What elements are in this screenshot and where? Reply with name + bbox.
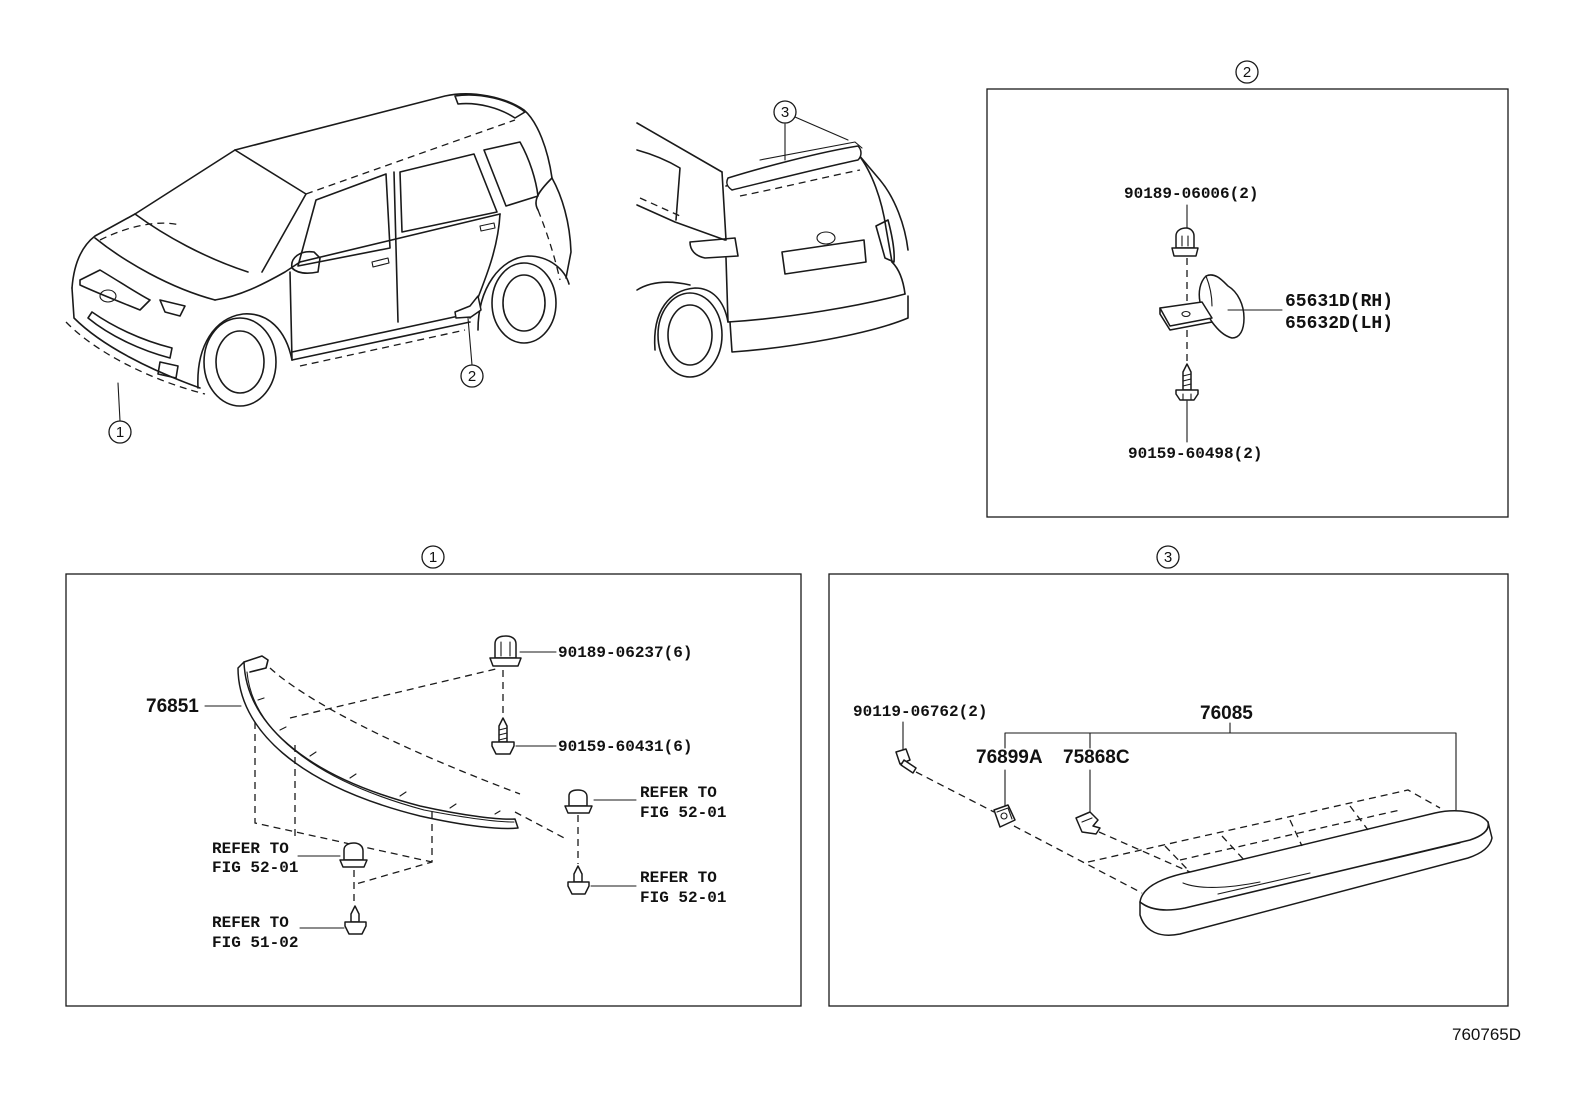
- panel-1-parts: 76851 90189-06237(6) 90159-6043: [146, 635, 726, 952]
- clip-right: [564, 789, 593, 814]
- clip-left: [339, 842, 368, 868]
- a-pillar: [234, 149, 307, 273]
- roof-spoiler: [454, 94, 526, 119]
- screw-upper: [491, 717, 515, 755]
- rear-spoiler-location: [726, 145, 862, 191]
- panel-1-frame: [65, 573, 802, 1007]
- side-mirror: [290, 250, 321, 274]
- grille: [87, 311, 173, 359]
- callout-3: 3: [773, 100, 797, 124]
- panel-1-screw-label: 90159-60431(6): [558, 738, 692, 756]
- rear-spoiler-part: [1139, 810, 1493, 936]
- panel-1-header: 1: [421, 545, 445, 569]
- emblem: [99, 289, 117, 303]
- door-handle: [371, 222, 496, 268]
- panel-3-screw-label: 90119-06762(2): [853, 703, 987, 721]
- license-plate-recess: [781, 239, 867, 275]
- front-spoiler-part: [237, 655, 519, 830]
- svg-text:1: 1: [429, 549, 437, 566]
- rear-car-illustration: [636, 116, 909, 378]
- front-car-illustration: [65, 93, 572, 422]
- roof-line: [234, 93, 572, 279]
- rear-door-window: [399, 153, 498, 233]
- rear-wheel: [491, 262, 557, 344]
- ref-left-lower-line1: REFER TO: [212, 914, 289, 932]
- svg-text:2: 2: [1243, 64, 1251, 81]
- panel-3-header: 3: [1156, 545, 1180, 569]
- headlight: [79, 269, 151, 311]
- ref-left-upper-line2: FIG 52-01: [212, 859, 298, 877]
- rear-view-wheel: [657, 292, 723, 378]
- panel-1-main-label: 76851: [146, 696, 199, 717]
- rear-emblem: [816, 231, 836, 245]
- panel-2-top-label: 90189-06006(2): [1124, 185, 1258, 203]
- panel-1-clip-label: 90189-06237(6): [558, 644, 692, 662]
- panel-2-header: 2: [1235, 60, 1259, 84]
- panel-3-frame: [828, 573, 1509, 1007]
- front-spoiler-location: [65, 321, 206, 395]
- front-wheel: [203, 317, 277, 407]
- panel-2-lh-label: 65632D(LH): [1285, 314, 1393, 334]
- panel-3-sub-a-label: 76899A: [976, 747, 1043, 768]
- panel-2-parts: 90189-06006(2) 65631D(RH) 65632D(LH) 901…: [1124, 185, 1393, 463]
- callout-2: 2: [460, 364, 484, 388]
- illustration-code: 760765D: [1452, 1025, 1521, 1044]
- ref-left-lower-line2: FIG 51-02: [212, 934, 298, 952]
- ref-right-upper-line2: FIG 52-01: [640, 804, 726, 822]
- panel-2-frame: [986, 88, 1509, 518]
- assembly-bracket-line: [1004, 722, 1457, 811]
- svg-text:3: 3: [781, 104, 789, 121]
- svg-text:3: 3: [1164, 549, 1172, 566]
- mudguard-location: [454, 295, 482, 319]
- fog-light: [157, 361, 179, 379]
- grommet: [993, 804, 1016, 828]
- callout-1: 1: [108, 420, 132, 444]
- screw-angled: [895, 748, 917, 774]
- ref-right-lower-line1: REFER TO: [640, 869, 717, 887]
- panel-3-sub-b-label: 75868C: [1063, 747, 1130, 768]
- screw-left: [344, 905, 367, 935]
- svg-text:1: 1: [116, 424, 124, 441]
- screw-bottom: [1175, 363, 1199, 401]
- ref-right-upper-line1: REFER TO: [640, 784, 717, 802]
- mudguard-part: [1159, 274, 1245, 339]
- front-bumper: [71, 287, 201, 389]
- tail-light: [689, 237, 739, 259]
- panel-3-assembly-label: 76085: [1200, 703, 1253, 724]
- quarter-window: [483, 141, 539, 207]
- side-sill: [291, 313, 471, 361]
- rear-bumper: [725, 257, 906, 323]
- clip-upper: [489, 635, 522, 667]
- panel-3-parts: 76085 90119-06762(2) 76899A 75868C: [853, 703, 1493, 936]
- panel-2-bottom-label: 90159-60498(2): [1128, 445, 1262, 463]
- ref-left-upper-line1: REFER TO: [212, 840, 289, 858]
- front-door-window: [297, 173, 391, 267]
- screw-right: [567, 865, 590, 895]
- ref-right-lower-line2: FIG 52-01: [640, 889, 726, 907]
- clip: [1075, 811, 1101, 835]
- clip-top: [1171, 227, 1199, 257]
- panel-2-rh-label: 65631D(RH): [1285, 292, 1393, 312]
- svg-text:2: 2: [468, 368, 476, 385]
